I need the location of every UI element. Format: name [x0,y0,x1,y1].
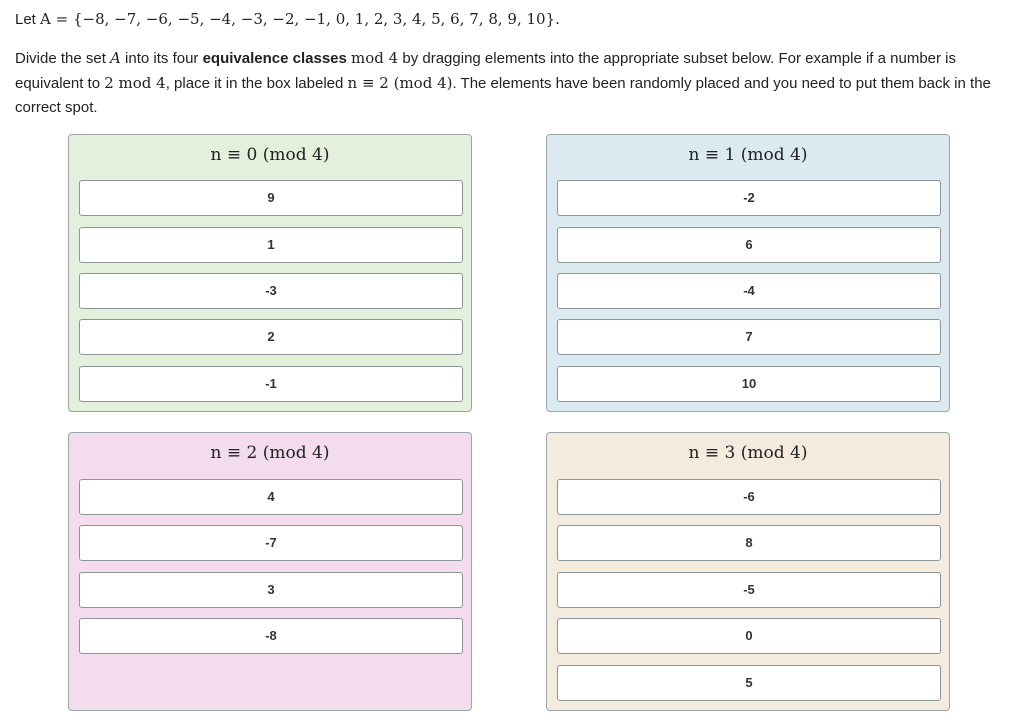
class-panel-title: n ≡ 2 (mod 4) [210,443,330,463]
draggable-element[interactable]: 3 [79,572,463,608]
instr-math-example: 2 mod 4 [104,74,166,92]
class-panel-1-mod-4[interactable]: n ≡ 1 (mod 4) -2 6 -4 7 10 [546,134,950,412]
class-panel-title: n ≡ 3 (mod 4) [688,443,808,463]
instr-text-6: . The elements have been randomly placed… [15,75,991,116]
class-panel-3-mod-4[interactable]: n ≡ 3 (mod 4) -6 8 -5 0 5 [546,432,950,711]
draggable-element[interactable]: 9 [79,180,463,216]
draggable-element[interactable]: -6 [557,479,941,515]
draggable-element[interactable]: -4 [557,273,941,309]
instr-text-2: into its four [120,50,203,67]
instr-text-4: by dragging elements into the appropriat… [15,50,957,92]
draggable-element[interactable]: -2 [557,180,941,216]
draggable-element[interactable]: 7 [557,319,941,355]
draggable-element[interactable]: 6 [557,227,941,263]
draggable-element[interactable]: 8 [557,525,941,561]
set-definition: Let A = {−8, −7, −6, −5, −4, −3, −2, −1,… [15,8,560,31]
instr-term: equivalence classes [202,50,347,67]
set-definition-prefix: Let [15,11,41,28]
draggable-element[interactable]: -7 [79,525,463,561]
draggable-element[interactable]: -5 [557,572,941,608]
class-panel-title: n ≡ 0 (mod 4) [210,145,330,165]
instr-math-mod: mod 4 [351,49,399,67]
draggable-element[interactable]: -8 [79,618,463,654]
instr-text-5: , place it in the box labeled [165,75,348,92]
instr-math-set: A [110,49,121,67]
draggable-element[interactable]: 0 [557,618,941,654]
set-definition-math: A = {−8, −7, −6, −5, −4, −3, −2, −1, 0, … [40,10,560,28]
draggable-element[interactable]: 10 [557,366,941,402]
instructions: Divide the set A into its four equivalen… [15,46,1005,120]
draggable-element[interactable]: -1 [79,366,463,402]
draggable-element[interactable]: 5 [557,665,941,701]
draggable-element[interactable]: 2 [79,319,463,355]
draggable-element[interactable]: -3 [79,273,463,309]
instr-math-label: n ≡ 2 (mod 4) [347,74,453,92]
draggable-element[interactable]: 1 [79,227,463,263]
instr-text-1: Divide the set [15,50,111,67]
class-panel-0-mod-4[interactable]: n ≡ 0 (mod 4) 9 1 -3 2 -1 [68,134,472,412]
class-panel-2-mod-4[interactable]: n ≡ 2 (mod 4) 4 -7 3 -8 [68,432,472,711]
class-panel-title: n ≡ 1 (mod 4) [688,145,808,165]
draggable-element[interactable]: 4 [79,479,463,515]
